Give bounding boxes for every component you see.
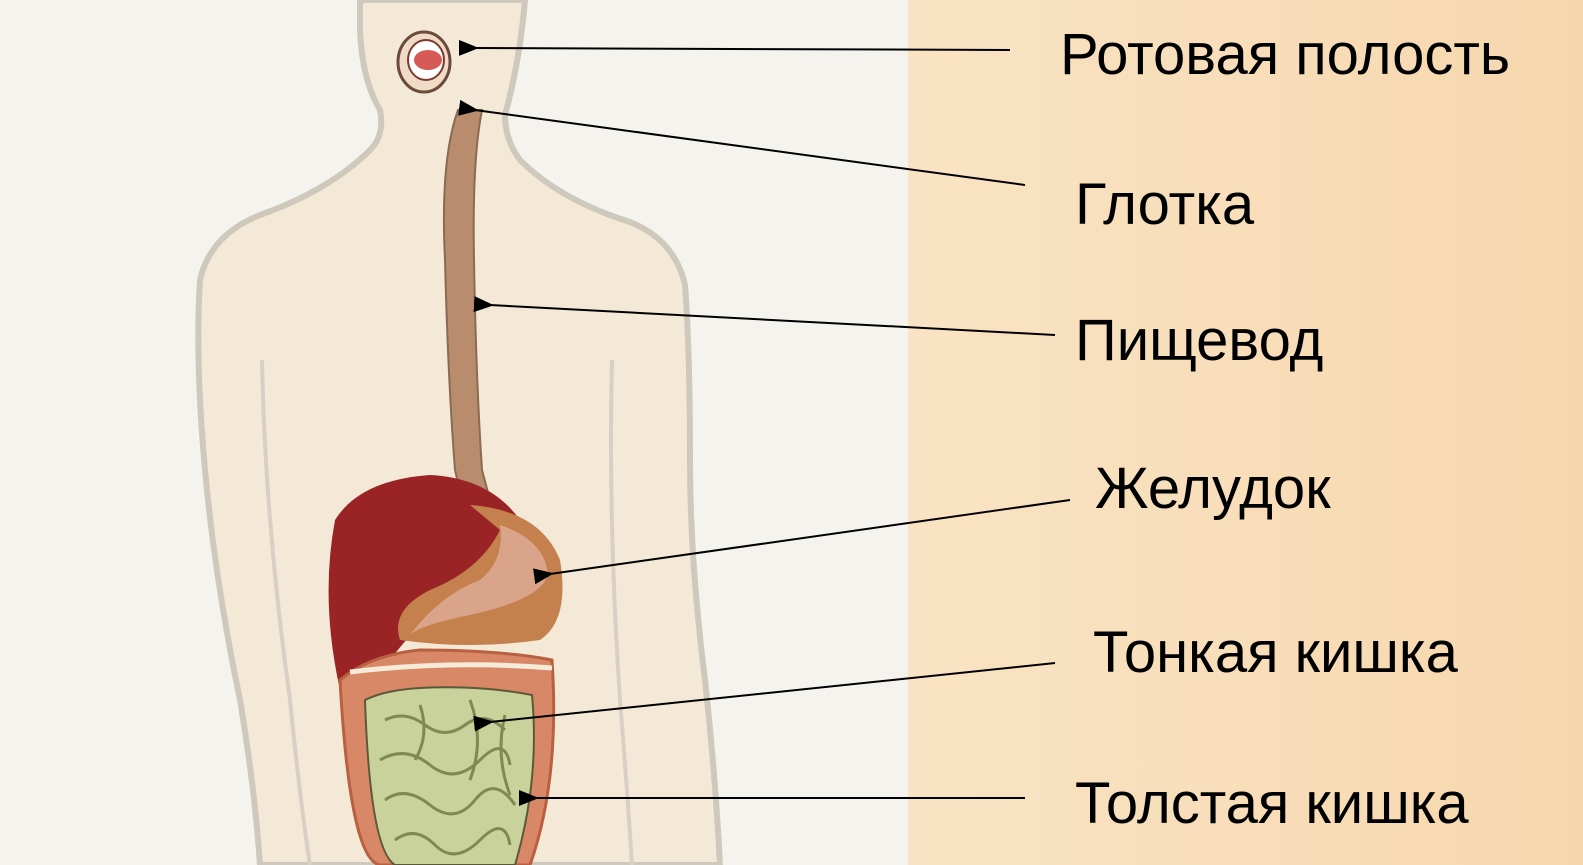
label-large-intestine: Толстая кишка (1075, 775, 1469, 833)
label-esophagus: Пищевод (1075, 312, 1323, 370)
label-small-intestine: Тонкая кишка (1093, 624, 1458, 682)
label-stomach: Желудок (1095, 460, 1331, 518)
arrow-pharynx (475, 110, 1025, 185)
arrow-mouth (475, 48, 1010, 50)
label-mouth: Ротовая полость (1060, 26, 1510, 84)
label-pharynx: Глотка (1075, 176, 1254, 234)
mouth-shape (398, 32, 450, 92)
